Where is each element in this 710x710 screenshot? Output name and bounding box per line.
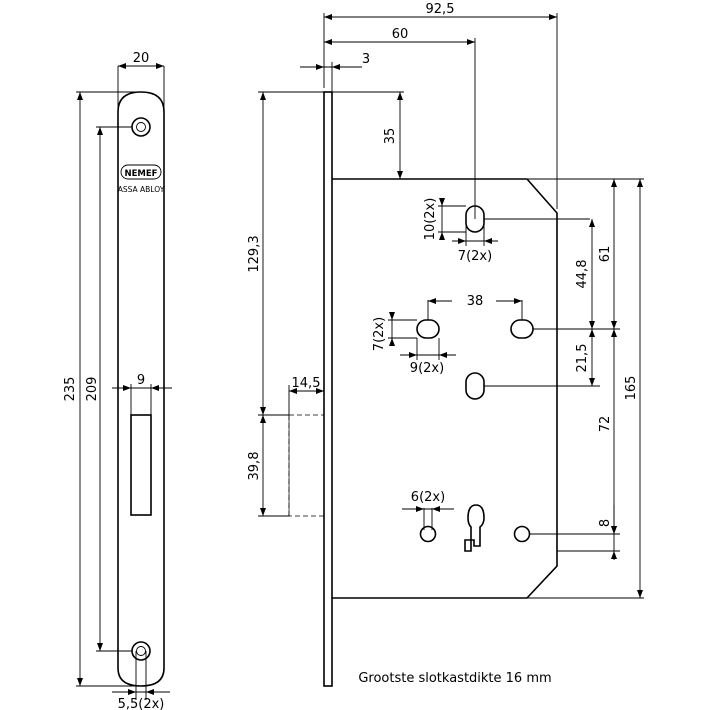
- dim-lower-hole: 6(2x): [411, 490, 445, 505]
- dim-upper-slot-height: 10(2x): [423, 198, 438, 241]
- dim-mid-slot-width: 9(2x): [410, 361, 444, 376]
- keyhole: [464, 504, 485, 552]
- latch-bolt: [288, 414, 325, 517]
- faceplate-outline: [117, 91, 165, 687]
- dim-mid-slot-height: 7(2x): [372, 317, 387, 351]
- top-screw-hole: [131, 117, 151, 137]
- mid-right-slot: [510, 319, 534, 339]
- dim-latch-height: 129,3: [247, 235, 262, 272]
- caption: Grootste slotkastdikte 16 mm: [358, 671, 551, 686]
- lock-case: [332, 178, 558, 599]
- dim-72: 72: [598, 416, 613, 433]
- faceplate-view: NEMEF ASSA ABLOY 20 235 209 9: [63, 51, 172, 710]
- dim-backset: 60: [392, 27, 409, 42]
- bottom-screw-hole: [131, 641, 151, 661]
- logo-brand: NEMEF: [125, 169, 158, 179]
- dim-44-8: 44,8: [575, 260, 590, 289]
- dim-hole-spacing: 38: [467, 294, 484, 309]
- dim-total-depth: 92,5: [426, 2, 455, 17]
- dim-top-offset: 35: [383, 128, 398, 145]
- forend: [323, 91, 333, 687]
- dim-61: 61: [598, 246, 613, 263]
- nemef-logo: NEMEF ASSA ABLOY: [118, 164, 165, 194]
- dim-forend-thickness: 3: [362, 52, 370, 67]
- strike-opening: [130, 414, 152, 516]
- dim-case-height: 165: [624, 376, 639, 401]
- dim-screw-hole: 5,5(2x): [118, 697, 165, 710]
- lower-left-hole: [419, 525, 437, 543]
- lock-case-view: 92,5 60 3 35 129,3 39,8: [247, 2, 644, 687]
- logo-group: ASSA ABLOY: [118, 185, 165, 194]
- dim-screw-spacing: 209: [85, 377, 100, 402]
- lower-right-hole: [513, 525, 531, 543]
- lower-follower-slot: [465, 372, 485, 400]
- dim-latch-length: 39,8: [247, 452, 262, 481]
- dim-upper-slot-width: 7(2x): [458, 249, 492, 264]
- dim-strike-width: 9: [137, 373, 145, 388]
- dim-8: 8: [598, 519, 613, 527]
- dim-21-5: 21,5: [575, 344, 590, 373]
- dim-faceplate-length: 235: [63, 377, 78, 402]
- dim-faceplate-width: 20: [133, 51, 150, 66]
- mid-left-slot: [416, 319, 440, 339]
- dim-latch-projection: 14,5: [292, 376, 321, 391]
